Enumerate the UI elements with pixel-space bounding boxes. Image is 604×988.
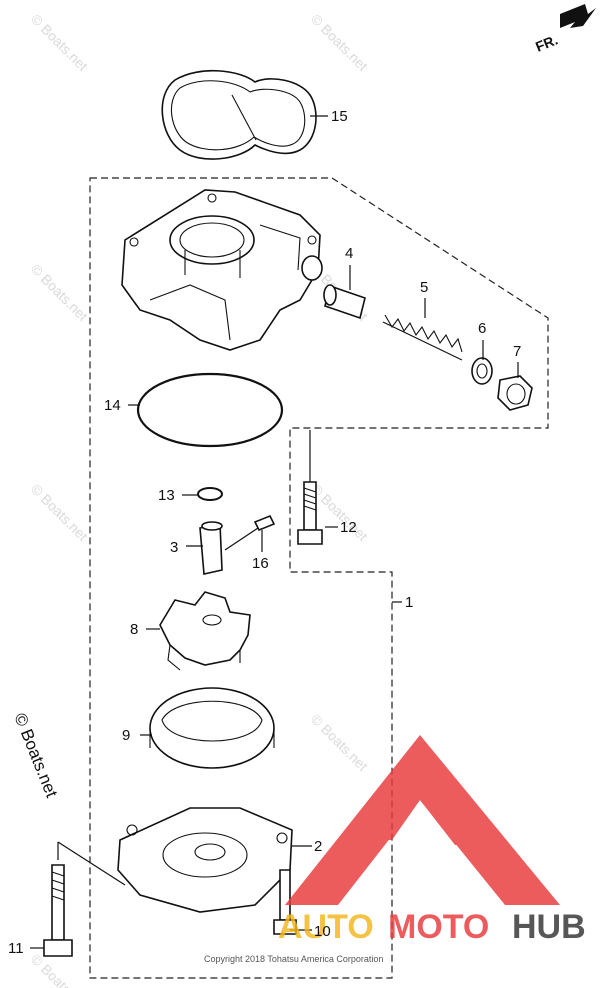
- callout-1: 1: [405, 594, 413, 611]
- callout-3: 3: [170, 539, 178, 556]
- watermark-2: © Boats.net: [308, 11, 371, 74]
- gasket-part-15: [161, 69, 317, 160]
- callout-13: 13: [158, 487, 175, 504]
- callout-9: 9: [122, 727, 130, 744]
- arrow-icon: [560, 4, 596, 28]
- brand-watermark: AUTO MOTO HUB: [278, 735, 586, 946]
- brand-part-3: HUB: [512, 908, 586, 946]
- watermark-5: © Boats.net: [28, 481, 91, 544]
- callout-8: 8: [130, 621, 138, 638]
- callout-4: 4: [345, 245, 353, 262]
- callout-5: 5: [420, 279, 428, 296]
- pin-part-16: [253, 514, 276, 532]
- plug-part-7: [497, 375, 533, 411]
- outer-rotor-part-9: [149, 687, 275, 769]
- brand-logo-icon: [285, 735, 560, 905]
- inner-rotor-part-8: [159, 591, 251, 671]
- copyright-notice: Copyright 2018 Tohatsu America Corporati…: [204, 954, 383, 964]
- cover-plate-part-2: [117, 807, 293, 913]
- callout-11: 11: [8, 940, 24, 957]
- side-credit: © Boats.net: [10, 710, 61, 800]
- o-ring-part-14: [136, 372, 284, 448]
- callout-10: 10: [314, 923, 331, 940]
- spring-part-5: [382, 314, 463, 361]
- o-ring-part-13: [197, 487, 223, 501]
- bolt-part-12: [297, 481, 323, 545]
- callout-2: 2: [314, 838, 322, 855]
- pump-housing: [121, 189, 323, 351]
- shaft-part-3: [199, 521, 223, 575]
- callout-12: 12: [340, 519, 357, 536]
- front-direction-indicator: FR.: [533, 4, 596, 55]
- direction-label: FR.: [533, 31, 560, 54]
- callout-7: 7: [513, 343, 521, 360]
- callout-labels: 15 4 5 6 7 14 13 3 16 12 1 8 9 2 10 11: [8, 108, 521, 957]
- assembly-outline: [89, 177, 549, 979]
- callout-16: 16: [252, 555, 269, 572]
- watermark-3: © Boats.net: [28, 261, 91, 324]
- washer-part-6: [471, 357, 493, 385]
- callout-15: 15: [331, 108, 348, 125]
- callout-6: 6: [478, 320, 486, 337]
- bolt-part-11: [43, 864, 73, 957]
- watermark-1: © Boats.net: [28, 11, 91, 74]
- brand-part-1: AUTO: [278, 908, 374, 946]
- leader-lines: [30, 115, 519, 949]
- plunger-part-4: [323, 284, 366, 320]
- brand-part-2: MOTO: [388, 908, 489, 946]
- callout-14: 14: [104, 397, 121, 414]
- watermark-7: © Boats.net: [308, 711, 371, 774]
